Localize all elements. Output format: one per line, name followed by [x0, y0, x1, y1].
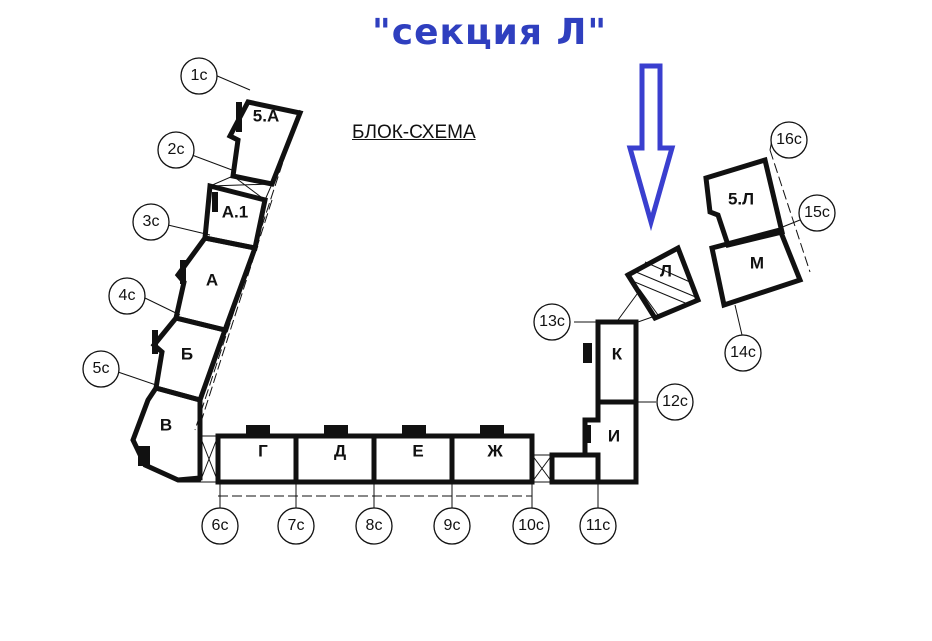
section-5l-label: 5.Л [728, 189, 754, 208]
section-i-label: И [608, 426, 620, 445]
axis-label-5c: 5с [93, 360, 110, 377]
section-e-label: Е [412, 441, 423, 460]
axis-lines [117, 74, 801, 508]
hatched-link [617, 261, 699, 323]
axis-label-4c: 4с [119, 287, 136, 304]
section-k-label: К [612, 344, 623, 363]
section-v-label: В [160, 415, 172, 434]
section-l-label: Л [660, 261, 672, 280]
axis-label-3c: 3с [143, 213, 160, 230]
bay-windows [138, 102, 592, 466]
right-wing [582, 156, 804, 485]
axis-label-10c: 10с [518, 517, 544, 534]
axis-label-14c: 14с [730, 344, 756, 361]
section-a-label: А [206, 270, 218, 289]
axis-label-11c: 11с [586, 517, 611, 534]
section-5a-label: 5.А [253, 106, 279, 125]
left-wing [130, 99, 304, 483]
axis-label-9c: 9с [444, 517, 461, 534]
section-a1-label: А.1 [222, 202, 248, 221]
section-zh-label: Ж [486, 441, 503, 460]
section-b-label: Б [181, 344, 193, 363]
axis-label-1c: 1с [191, 67, 208, 84]
schema-heading: БЛОК-СХЕМА [352, 122, 476, 143]
axis-label-8c: 8с [366, 517, 383, 534]
axis-label-12c: 12с [662, 393, 688, 410]
axis-label-13c: 13с [539, 313, 565, 330]
axis-label-15c: 15с [804, 204, 830, 221]
axis-label-2c: 2с [168, 141, 185, 158]
axis-label-7c: 7с [288, 517, 305, 534]
down-arrow-icon [626, 63, 676, 232]
section-g-label: Г [258, 441, 268, 460]
axis-label-6c: 6с [212, 517, 229, 534]
section-title: "секция Л" [372, 12, 608, 53]
section-d-label: Д [334, 441, 346, 460]
axis-label-16c: 16с [776, 131, 802, 148]
section-m-label: М [750, 253, 764, 272]
